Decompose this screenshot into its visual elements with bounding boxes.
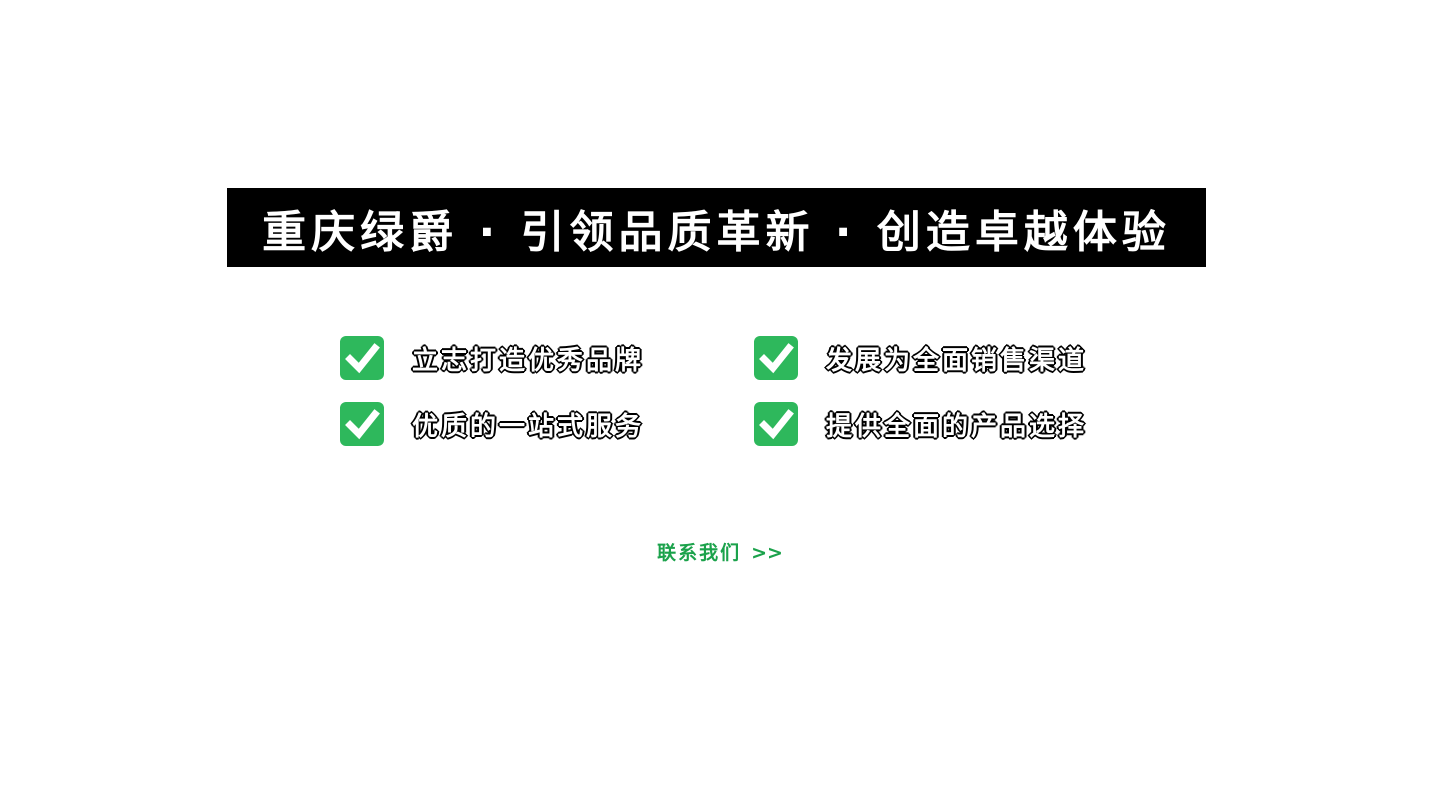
- headline-text: 重庆绿爵 · 引领品质革新 · 创造卓越体验: [262, 206, 1171, 258]
- feature-label: 立志打造优秀品牌: [412, 345, 645, 376]
- check-icon: [340, 402, 384, 446]
- feature-label: 发展为全面销售渠道: [826, 345, 1088, 376]
- check-icon: [340, 336, 384, 380]
- contact-section: 联系我们 >>: [0, 538, 1440, 565]
- feature-item: 提供全面的产品选择: [754, 402, 1174, 446]
- contact-link-label: 联系我们: [657, 542, 742, 564]
- feature-item: 发展为全面销售渠道: [754, 336, 1174, 380]
- check-icon: [754, 402, 798, 446]
- double-arrow-icon: >>: [751, 542, 783, 564]
- check-icon: [754, 336, 798, 380]
- contact-link[interactable]: 联系我们 >>: [657, 538, 783, 565]
- feature-label: 提供全面的产品选择: [826, 411, 1088, 442]
- headline-banner: 重庆绿爵 · 引领品质革新 · 创造卓越体验: [227, 188, 1206, 267]
- feature-label: 优质的一站式服务: [412, 411, 645, 442]
- features-grid: 立志打造优秀品牌 发展为全面销售渠道 优质的一站式服务: [340, 336, 1174, 446]
- feature-item: 立志打造优秀品牌: [340, 336, 754, 380]
- feature-item: 优质的一站式服务: [340, 402, 754, 446]
